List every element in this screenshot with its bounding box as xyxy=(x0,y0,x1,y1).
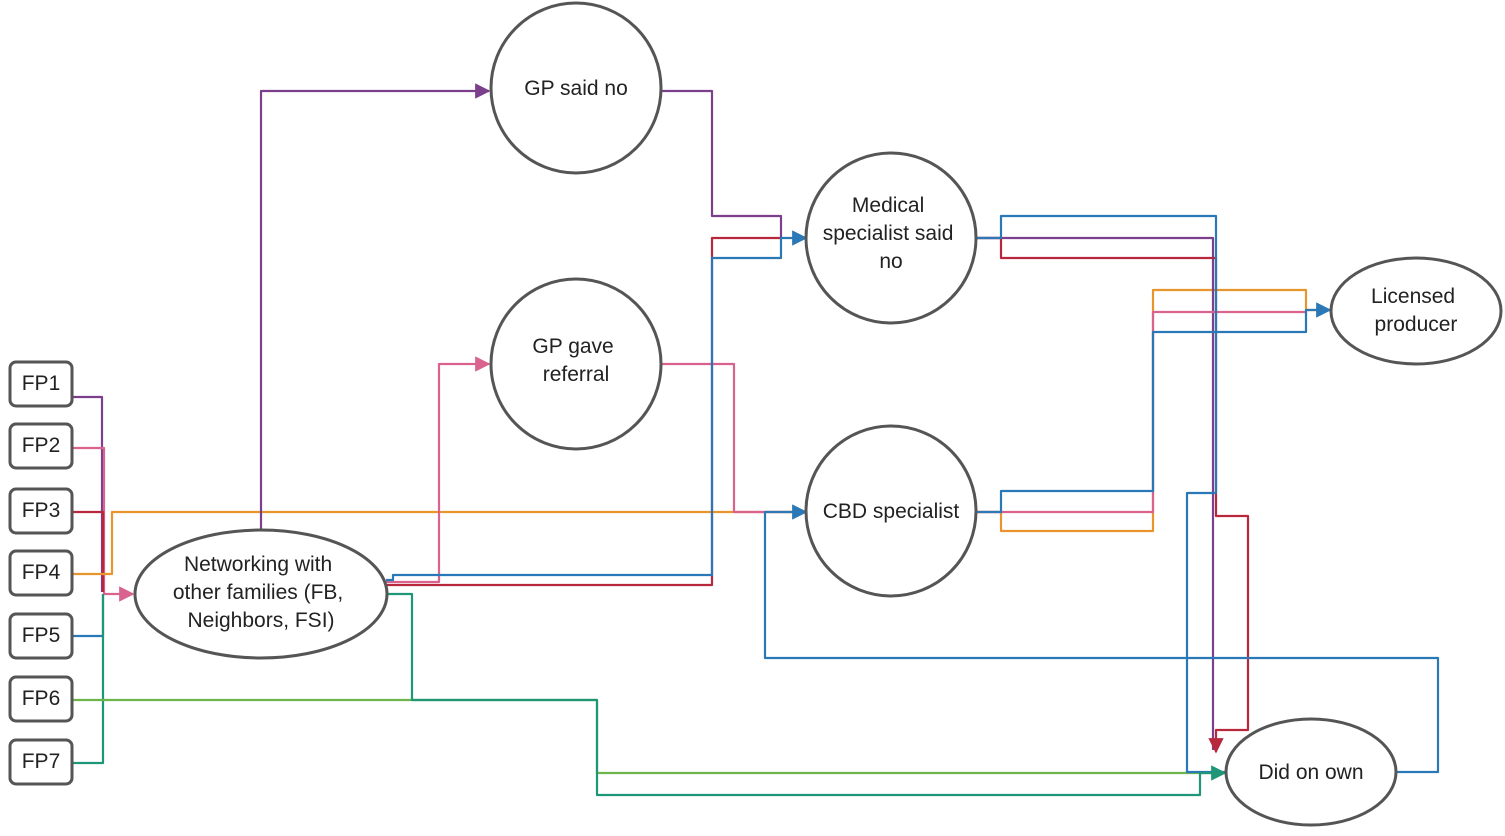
edge-networking-gp-said-no xyxy=(259,83,491,530)
edge-fp3-networking xyxy=(72,510,105,592)
source-label: FP2 xyxy=(22,434,61,457)
edge-medical-did-on-own-red xyxy=(976,236,1250,754)
edge-networking-did-on-own-teal xyxy=(386,592,1227,797)
source-box-fp4: FP4 xyxy=(8,549,74,597)
edge-networking-medical-blue xyxy=(386,230,808,582)
node-label: GP said no xyxy=(524,77,628,100)
edge-fp7-networking xyxy=(72,594,105,765)
edge-cbd-licensed-blue xyxy=(976,302,1332,514)
node-gp-gave-referral: GP gave referral xyxy=(489,277,663,451)
edge-medical-did-on-own-purple xyxy=(976,236,1215,750)
source-label: FP1 xyxy=(22,372,61,395)
node-label: Networking with other families (FB, Neig… xyxy=(173,553,349,632)
edge-fp4-cbd xyxy=(72,510,808,576)
node-label: Did on own xyxy=(1258,761,1363,784)
process-nodes: Networking with other families (FB, Neig… xyxy=(133,1,1503,827)
node-cbd-specialist: CBD specialist xyxy=(804,424,978,598)
node-gp-said-no: GP said no xyxy=(489,1,663,175)
edge-fp1-networking xyxy=(72,395,104,592)
node-did-on-own: Did on own xyxy=(1224,717,1398,827)
edge-gp-referral-cbd xyxy=(660,362,808,514)
connectors xyxy=(72,83,1440,797)
source-box-fp7: FP7 xyxy=(8,738,74,786)
source-label: FP5 xyxy=(22,624,61,647)
node-networking: Networking with other families (FB, Neig… xyxy=(133,528,389,660)
source-box-fp6: FP6 xyxy=(8,675,74,723)
edge-networking-gp-referral xyxy=(386,356,491,584)
edge-medical-did-on-own-blue xyxy=(976,214,1225,774)
node-licensed-producer: Licensed producer xyxy=(1329,256,1503,366)
source-label: FP4 xyxy=(22,561,61,584)
node-label: CBD specialist xyxy=(823,500,960,523)
edge-cbd-licensed-pink xyxy=(976,310,1306,514)
source-box-fp3: FP3 xyxy=(8,487,74,535)
node-medical-specialist-said-no: Medical specialist said no xyxy=(804,151,978,325)
source-label: FP7 xyxy=(22,750,61,773)
edge-gp-said-no-medical xyxy=(660,89,783,238)
source-box-fp5: FP5 xyxy=(8,612,74,660)
edge-did-on-own-cbd-blue xyxy=(763,504,1440,774)
node-label: GP gave referral xyxy=(532,335,619,386)
edge-fp5-networking xyxy=(72,594,105,638)
source-box-fp1: FP1 xyxy=(8,360,74,408)
source-boxes: FP1 FP2 FP3 FP4 FP5 FP6 FP7 xyxy=(8,360,74,786)
edge-fp6-did-on-own xyxy=(72,698,1225,775)
node-label: Licensed producer xyxy=(1371,285,1461,336)
source-box-fp2: FP2 xyxy=(8,422,74,470)
source-label: FP6 xyxy=(22,687,61,710)
source-label: FP3 xyxy=(22,499,61,522)
node-label: Medical specialist said no xyxy=(823,194,960,273)
